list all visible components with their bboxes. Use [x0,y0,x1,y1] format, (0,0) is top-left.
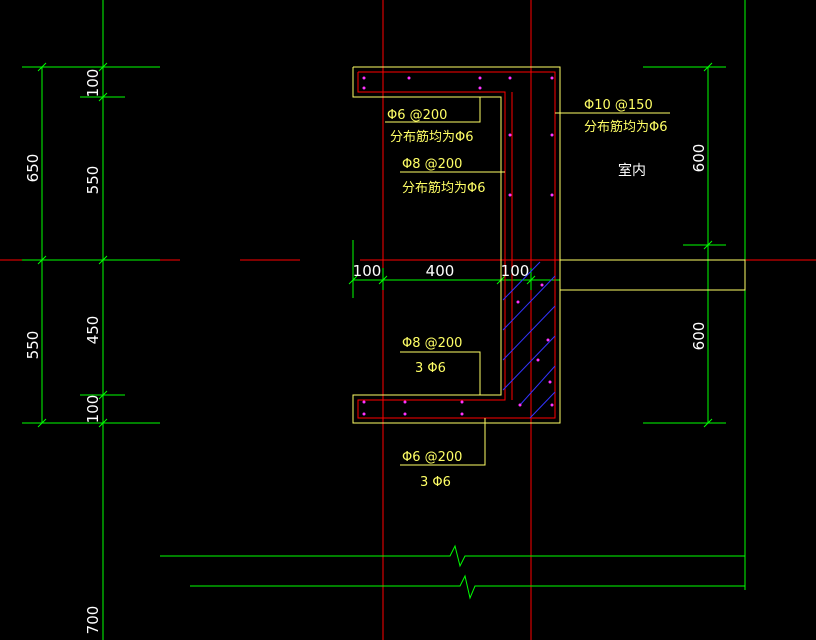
note-wall-outer-main: Φ10 @150 [584,98,653,113]
dim-550-total: 550 [24,331,42,360]
hatch [519,365,556,406]
hatch [502,275,556,331]
hatch [502,305,556,361]
note-bottom-wall-bars: 3 Φ6 [415,361,446,376]
dot [362,76,366,80]
tick [98,390,108,400]
note-wall-inner-main: Φ8 @200 [402,157,462,172]
tick [98,255,108,265]
hatch [502,261,541,301]
dot [460,412,464,416]
green-lines [22,0,746,640]
dim-450: 450 [84,316,102,345]
leader-top-slab [385,97,481,123]
dot [516,300,520,304]
tick [37,62,47,72]
tick [703,418,713,428]
break-line-1 [160,544,745,568]
rebar-dots [362,76,554,416]
tick [703,62,713,72]
dot [460,400,464,404]
tick [348,275,358,285]
note-bottom-slab-bars: 3 Φ6 [420,475,451,490]
dot [540,283,544,287]
dim-600-bot: 600 [690,322,708,351]
tick [98,418,108,428]
dim-700: 700 [84,606,102,635]
dot [508,193,512,197]
dim-550-mid: 550 [84,166,102,195]
leader-bottom-wall [400,351,481,395]
rebar-outer [357,71,556,419]
dot [403,400,407,404]
dim-650: 650 [24,154,42,183]
note-top-slab-dist: 分布筋均为Φ6 [390,129,474,145]
dot [407,76,411,80]
dot [478,86,482,90]
note-wall-inner-dist: 分布筋均为Φ6 [402,180,486,196]
note-top-slab-main: Φ6 @200 [387,108,447,123]
dot [362,412,366,416]
concrete-outline [352,66,561,424]
floor-slab [559,259,746,291]
dim-600-top: 600 [690,144,708,173]
dot [550,403,554,407]
tick [526,275,536,285]
tick [37,255,47,265]
note-bottom-wall-main: Φ8 @200 [402,336,462,351]
break-line-2 [190,574,745,600]
dot [508,76,512,80]
dot [548,380,552,384]
dot [508,133,512,137]
dot [362,86,366,90]
dot [550,133,554,137]
note-wall-outer-dist: 分布筋均为Φ6 [584,119,668,135]
dot [550,76,554,80]
leader-bottom-slab [400,418,486,466]
room-label-indoor: 室内 [618,162,646,179]
hatch [502,335,556,391]
dot [536,358,540,362]
dot [518,403,522,407]
hatching [502,261,556,419]
note-bottom-slab-main: Φ6 @200 [402,450,462,465]
dot [403,412,407,416]
dot [546,338,550,342]
dim-100-left: 100 [353,262,382,280]
dim-100-top: 100 [84,69,102,98]
dim-100-right: 100 [501,262,530,280]
tick [37,418,47,428]
tick [703,240,713,250]
dot [550,193,554,197]
tick [378,275,388,285]
tick [98,62,108,72]
dot [478,76,482,80]
section-outline [352,66,746,424]
dim-400: 400 [426,262,455,280]
leader-lines [385,97,670,466]
dim-100-bot: 100 [84,395,102,424]
dot [362,400,366,404]
tick [98,92,108,102]
rebar-lines [357,71,556,419]
hatch [529,391,556,419]
